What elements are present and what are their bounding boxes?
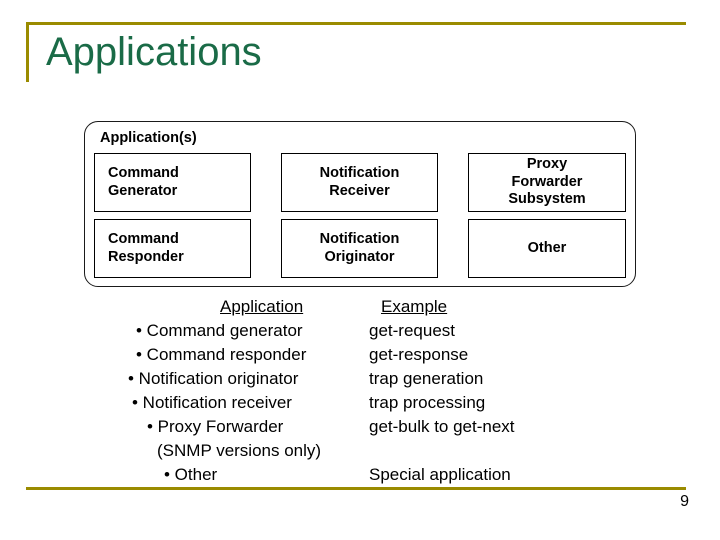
list-item: • Notification receiver trap processing	[128, 393, 598, 417]
cell-line-2: Responder	[108, 248, 184, 265]
list-header-application: Application	[220, 297, 304, 316]
bottom-accent-rule	[26, 487, 686, 490]
cell-line-2: Forwarder	[511, 173, 583, 190]
list-item-label: • Proxy Forwarder	[147, 417, 284, 436]
list-item: • Command generator get-request	[128, 321, 598, 345]
left-accent-rule	[26, 22, 29, 82]
cell-command-responder: Command Responder	[94, 219, 251, 278]
cell-line-2: Originator	[324, 248, 395, 265]
cell-line-1: Proxy	[526, 155, 568, 172]
list-item-label: • Notification receiver	[132, 393, 292, 412]
page-number: 9	[680, 493, 689, 510]
list-item-continuation: (SNMP versions only)	[128, 441, 598, 465]
cell-line-1: Other	[527, 239, 567, 256]
list-item: • Notification originator trap generatio…	[128, 369, 598, 393]
list-item-label: • Other	[164, 465, 218, 484]
list-item-example: trap generation	[369, 369, 484, 388]
cell-line-1: Notification	[319, 230, 400, 247]
applications-grid: Command Generator Notification Receiver …	[94, 153, 626, 278]
list-header: Application Example	[128, 297, 598, 321]
list-item-label: • Command responder	[136, 345, 307, 364]
cell-proxy-forwarder-subsystem: Proxy Forwarder Subsystem	[468, 153, 626, 212]
list-item-example: get-response	[369, 345, 469, 364]
list-item-label: • Notification originator	[128, 369, 299, 388]
cell-line-3: Subsystem	[508, 191, 586, 208]
cell-line-1: Command	[108, 230, 179, 247]
cell-notification-receiver: Notification Receiver	[281, 153, 438, 212]
list-header-example: Example	[381, 297, 448, 316]
list-item-example: trap processing	[369, 393, 486, 412]
top-accent-rule	[26, 22, 686, 25]
list-item-label: (SNMP versions only)	[157, 441, 322, 460]
cell-line-2: Receiver	[329, 182, 390, 199]
applications-box-label: Application(s)	[100, 130, 197, 146]
application-example-list: Application Example • Command generator …	[128, 297, 598, 489]
list-item-example: Special application	[369, 465, 511, 484]
page-title: Applications	[46, 30, 262, 74]
cell-line-2: Generator	[108, 182, 178, 199]
cell-line-1: Notification	[319, 164, 400, 181]
cell-other: Other	[468, 219, 626, 278]
cell-line-1: Command	[108, 164, 179, 181]
list-item: • Other Special application	[128, 465, 598, 489]
cell-notification-originator: Notification Originator	[281, 219, 438, 278]
list-item-example: get-bulk to get-next	[369, 417, 515, 436]
list-item-example: get-request	[369, 321, 455, 340]
list-item-label: • Command generator	[136, 321, 303, 340]
cell-command-generator: Command Generator	[94, 153, 251, 212]
list-item: • Command responder get-response	[128, 345, 598, 369]
list-item: • Proxy Forwarder get-bulk to get-next	[128, 417, 598, 441]
